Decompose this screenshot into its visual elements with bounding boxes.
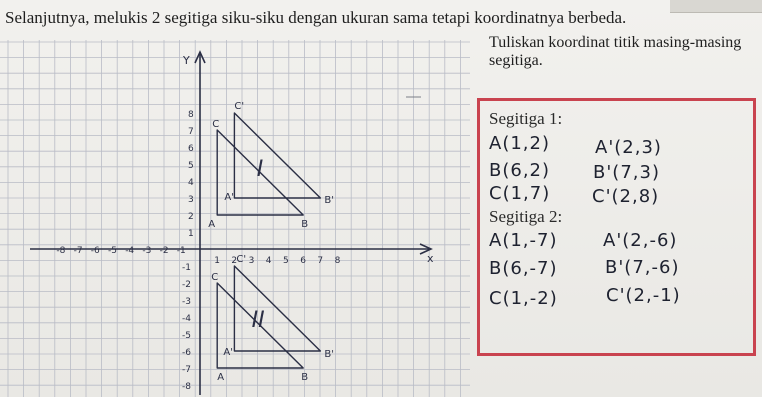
y-tick-label: -7 (182, 365, 191, 375)
label-a-prime-1: A' (224, 192, 234, 203)
triangle-1 (216, 129, 304, 216)
label-c-prime-1: C' (234, 101, 244, 112)
seg2-coord-a-prime: A'(2,-6) (603, 230, 678, 251)
label-c-2: C (211, 272, 218, 283)
label-c-1: C (212, 119, 219, 130)
segitiga-2-title: Segitiga 2: (489, 207, 563, 226)
label-a-1: A (208, 219, 215, 230)
y-tick-label: -3 (182, 297, 191, 307)
instruction-text: Selanjutnya, melukis 2 segitiga siku-sik… (5, 8, 627, 27)
x-tick-label: -1 (177, 246, 186, 256)
y-tick-label: -2 (182, 280, 191, 290)
seg2-coord-c: C(1,-2) (489, 288, 558, 309)
x-axis-arrow (419, 243, 433, 255)
label-c-prime-2: C' (236, 254, 246, 265)
y-tick-label: 8 (188, 110, 194, 120)
x-tick-label: 6 (300, 256, 306, 266)
graph-triangles (216, 112, 322, 369)
x-tick-label: 4 (266, 256, 272, 266)
seg1-coord-b-prime: B'(7,3) (593, 162, 660, 183)
y-axis-label: Y (182, 54, 190, 67)
y-axis-arrow (194, 50, 206, 64)
x-tick-label: -4 (125, 246, 134, 256)
y-tick-label: 1 (188, 229, 194, 239)
y-tick-label: 5 (188, 161, 194, 171)
graph-axes (30, 50, 433, 395)
x-tick-label: 5 (283, 256, 289, 266)
y-tick-label: 6 (188, 144, 194, 154)
graph-grid (0, 40, 470, 397)
seg1-coord-a-prime: A'(2,3) (595, 137, 662, 158)
label-b-2: B (301, 372, 308, 383)
seg2-coord-b: B(6,-7) (489, 258, 558, 279)
seg1-coord-c: C(1,7) (489, 183, 551, 204)
x-tick-label: 8 (335, 256, 341, 266)
seg2-coord-c-prime: C'(2,-1) (606, 285, 681, 306)
label-a-prime-2: A' (223, 347, 233, 358)
y-tick-label: -8 (182, 382, 191, 392)
seg2-coord-a: A(1,-7) (489, 230, 558, 251)
x-tick-label: -8 (56, 246, 65, 256)
y-tick-label: 4 (188, 178, 194, 188)
seg1-coord-b: B(6,2) (489, 160, 551, 181)
triangle-1-prime (233, 112, 322, 199)
x-tick-label: 3 (249, 256, 255, 266)
seg1-coord-a: A(1,2) (489, 133, 550, 154)
roman-numeral-one: I (257, 157, 264, 182)
instruction-text-secondary: Tuliskan koordinat titik masing-masing s… (489, 34, 742, 69)
x-tick-label: 7 (317, 256, 323, 266)
x-tick-label: 1 (214, 256, 220, 266)
x-tick-label: -7 (74, 246, 83, 256)
x-tick-label: -6 (91, 246, 100, 256)
label-a-2: A (217, 372, 224, 383)
y-tick-label: -5 (182, 331, 191, 341)
y-tick-label: 7 (188, 127, 194, 137)
x-tick-label: -3 (142, 246, 151, 256)
seg1-coord-c-prime: C'(2,8) (592, 186, 660, 207)
roman-numeral-two: II (252, 308, 265, 333)
triangle-2 (216, 282, 304, 369)
x-tick-label: -5 (108, 246, 117, 256)
paper-corner (670, 0, 762, 13)
y-tick-label: 3 (188, 195, 194, 205)
label-b-1: B (301, 219, 308, 230)
y-tick-label: 2 (188, 212, 194, 222)
x-axis-label: x (427, 252, 434, 265)
y-tick-label: -1 (182, 263, 191, 273)
seg2-coord-b-prime: B'(7,-6) (605, 257, 680, 278)
segitiga-1-title: Segitiga 1: (489, 109, 563, 128)
label-b-prime-2: B' (324, 349, 334, 360)
y-tick-label: -4 (182, 314, 191, 324)
answer-box (477, 98, 756, 356)
triangle-2-prime (233, 265, 322, 352)
label-b-prime-1: B' (324, 195, 334, 206)
y-tick-label: -6 (182, 348, 191, 358)
x-tick-label: 2 (231, 256, 237, 266)
x-tick-label: -2 (160, 246, 169, 256)
